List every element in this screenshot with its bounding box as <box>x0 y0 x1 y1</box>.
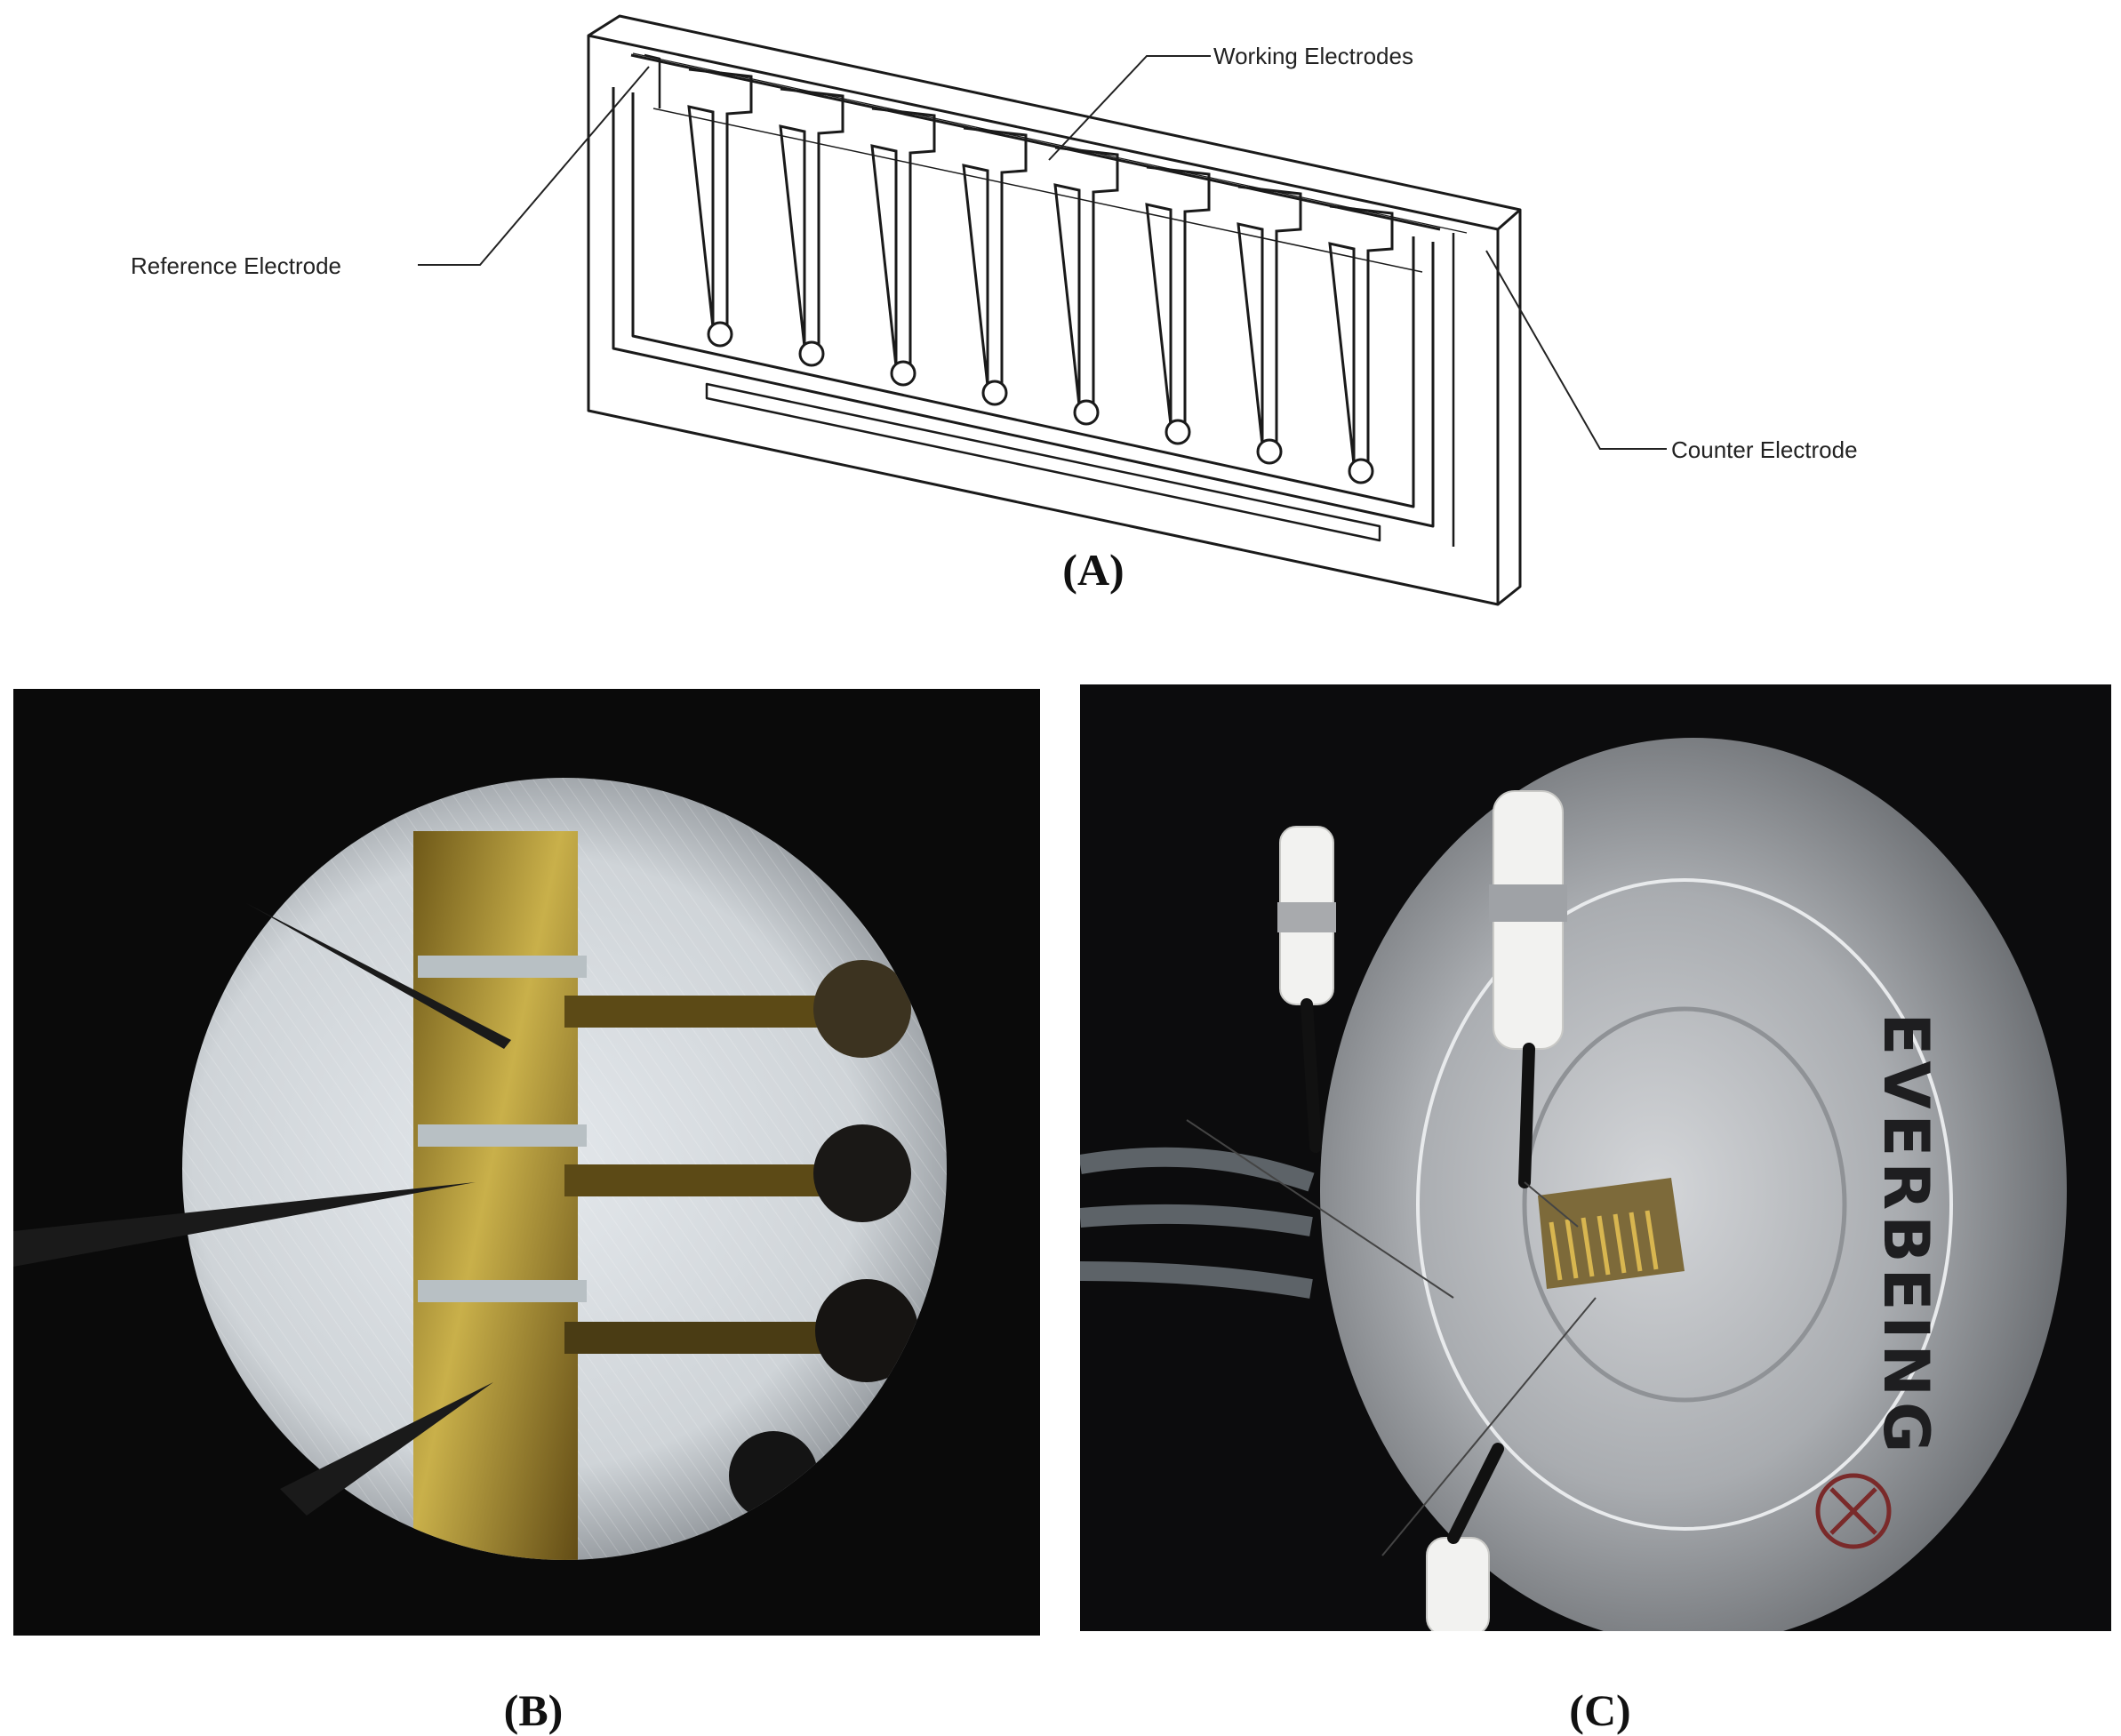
reference-lead <box>644 53 661 108</box>
working-electrode-bulb-7 <box>1256 438 1283 465</box>
tube-2 <box>1080 1204 1313 1236</box>
stage-ring-inner <box>1522 1006 1847 1403</box>
electrode-pad-2 <box>813 1124 911 1222</box>
reference-callout-leader <box>418 66 650 266</box>
probe-arm-bottom-sleeve <box>1426 1537 1490 1631</box>
clamp-center <box>1489 884 1567 922</box>
working-electrode-bulb-1 <box>707 321 733 348</box>
working-electrode-7 <box>1237 185 1302 445</box>
gold-trace-1 <box>564 996 858 1028</box>
panel-a-schematic: Working Electrodes Reference Electrode C… <box>131 14 1858 606</box>
working-electrode-8 <box>1328 204 1394 465</box>
working-electrode-6 <box>1145 165 1211 426</box>
chip-front-face <box>587 34 1500 606</box>
electrode-pad-1 <box>813 960 911 1058</box>
gold-trace-2 <box>564 1164 858 1196</box>
inner-track-outer <box>612 87 1435 528</box>
probe-needle-1 <box>244 902 511 1049</box>
tube-1 <box>1080 1147 1315 1192</box>
probe-tip-2 <box>1186 1119 1454 1299</box>
probe-arm-center <box>1518 1043 1535 1188</box>
probe-arm-bottom <box>1447 1443 1504 1544</box>
panel-c-label: (C) <box>1569 1685 1631 1735</box>
brand-text: EVERBEING <box>1869 1013 1942 1459</box>
working-electrode-5 <box>1053 146 1119 406</box>
clamp-left <box>1277 902 1336 932</box>
chip-top-edge <box>588 14 1522 231</box>
probe-needle-3 <box>280 1382 493 1516</box>
working-electrode-bulb-8 <box>1348 458 1374 484</box>
working-electrodes-group <box>687 68 1394 484</box>
counter-callout-leader <box>1485 250 1667 450</box>
panel-b-microscope-photo <box>13 689 1040 1636</box>
probe-tip-3 <box>1381 1297 1597 1556</box>
gold-bus-region <box>413 831 578 1560</box>
working-electrode-bulb-4 <box>981 380 1008 406</box>
working-electrode-3 <box>870 107 936 367</box>
counter-strip <box>705 382 1381 542</box>
probe-tip-1 <box>1524 1181 1579 1228</box>
working-electrode-1 <box>687 68 753 328</box>
stage-ring-outer <box>1416 878 1953 1531</box>
brand-logo <box>1815 1473 1892 1549</box>
stage-disc <box>1320 738 2067 1631</box>
panel-c-probe-station-photo: EVERBEING <box>1080 684 2111 1631</box>
counter-electrode-callout: Counter Electrode <box>1671 436 1858 463</box>
pad-row-top <box>630 53 1441 231</box>
inner-track-inner <box>631 92 1415 508</box>
panel-b-label: (B) <box>503 1685 564 1735</box>
working-electrode-bulb-2 <box>798 340 825 367</box>
gold-trace-3 <box>564 1322 858 1354</box>
working-electrode-bulb-5 <box>1073 399 1100 426</box>
working-electrode-4 <box>962 126 1028 387</box>
reference-electrode-callout: Reference Electrode <box>131 252 341 279</box>
probe-arm-left <box>1301 998 1322 1153</box>
panel-a-label: (A) <box>1062 545 1125 595</box>
working-callout-leader <box>1048 55 1211 161</box>
working-electrodes-callout: Working Electrodes <box>1213 43 1413 69</box>
tube-3 <box>1080 1261 1313 1299</box>
pad-row-bottom <box>652 108 1423 273</box>
working-electrode-bulb-6 <box>1165 419 1191 445</box>
chip-right-edge <box>1497 210 1522 606</box>
electrode-pad-3 <box>815 1279 918 1382</box>
working-electrode-bulb-3 <box>890 360 916 387</box>
probe-needle-2 <box>13 1182 476 1267</box>
working-electrode-2 <box>779 87 844 348</box>
hatch-line <box>632 52 1468 234</box>
